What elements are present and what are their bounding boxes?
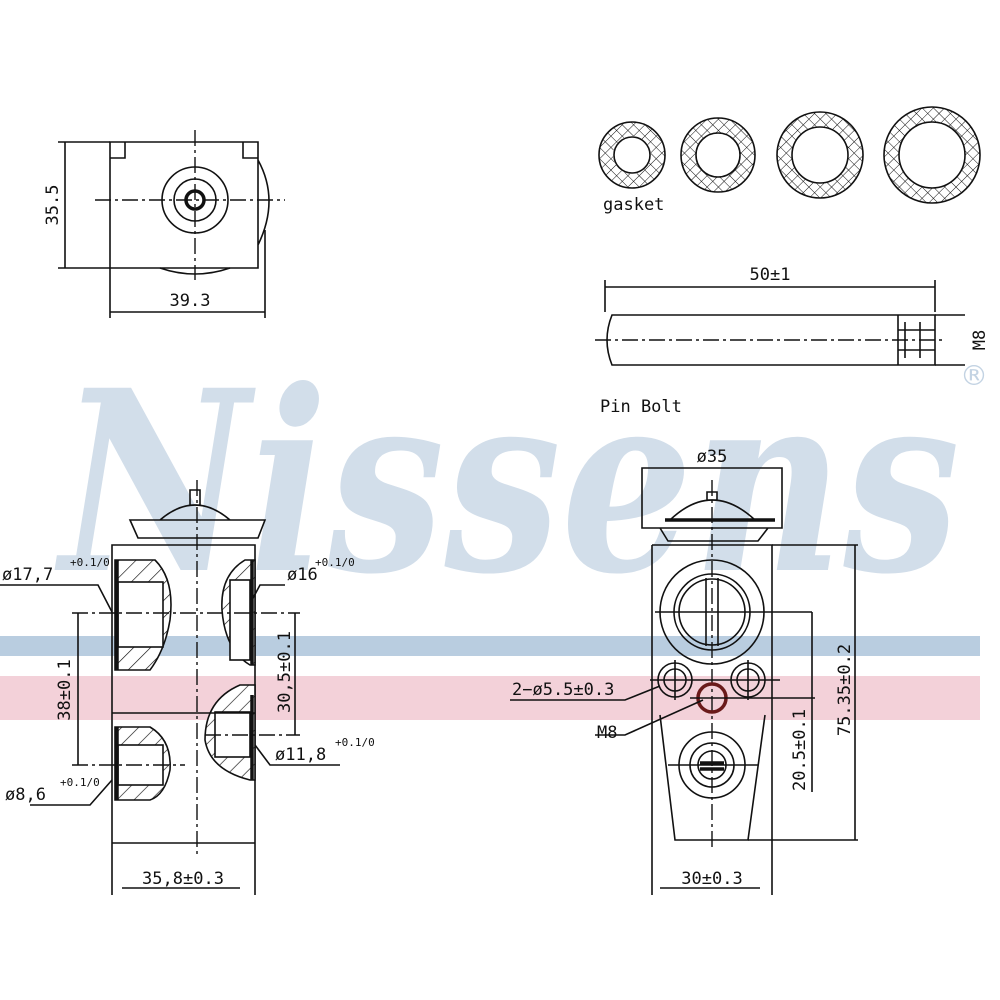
brand-logo-text: Nissens (54, 335, 960, 629)
holes-dim: 2−ø5.5±0.3 (512, 680, 614, 700)
port-upper-left-dim: ø17,7 (2, 565, 53, 585)
port-lower-left-dim: ø8,6 (5, 785, 46, 805)
port-upper-right-dim: ø16 (287, 565, 318, 585)
port-upper-right-tol: +0.1/0 (315, 556, 355, 569)
port-lower-right-dim: ø11,8 (275, 745, 326, 765)
port-lower-right-tol: +0.1/0 (335, 736, 375, 749)
nissens-watermark: Nissens ® (0, 335, 988, 720)
registered-mark: ® (960, 359, 988, 392)
pin-bolt-label: Pin Bolt (600, 397, 682, 417)
gaskets: gasket (598, 106, 981, 215)
side-section-view: ø17,7 +0.1/0 ø16 +0.1/0 ø11,8 +0.1/0 ø8,… (0, 480, 375, 895)
cap-diameter-dim: ø35 (697, 447, 728, 467)
right-spacing-dim: 30,5±0.1 (275, 631, 295, 713)
height-dimension: 35.5 (43, 185, 63, 226)
pin-bolt: 50±1 M8 Pin Bolt (595, 265, 990, 417)
pin-thread-label: M8 (970, 330, 990, 350)
front-view: ø35 2−ø5.5±0.3 M8 20.5±0.1 75.35±0.2 30±… (510, 447, 858, 895)
port-lower-left-tol: +0.1/0 (60, 776, 100, 789)
gasket-label: gasket (603, 195, 664, 215)
top-view: 35.5 39.3 (43, 130, 285, 318)
width-dimension: 39.3 (170, 291, 211, 311)
left-spacing-dim: 38±0.1 (55, 659, 75, 720)
side-width-dim: 35,8±0.3 (142, 869, 224, 889)
port-upper-left-tol: +0.1/0 (70, 556, 110, 569)
center-distance-dim: 20.5±0.1 (790, 709, 810, 791)
height-dim: 75.35±0.2 (835, 644, 855, 736)
pin-length-dimension: 50±1 (750, 265, 791, 285)
thread-label: M8 (597, 723, 617, 743)
front-width-dim: 30±0.3 (681, 869, 742, 889)
